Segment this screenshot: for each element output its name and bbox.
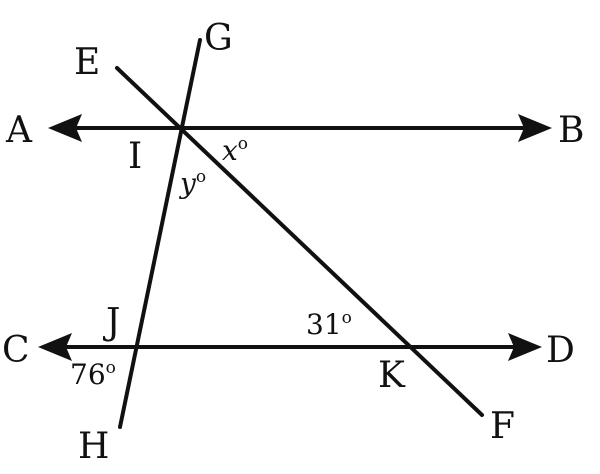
label-k: K [378,355,406,396]
arrow-c [38,333,72,361]
line-gh [118,38,202,429]
label-c: C [2,330,30,371]
label-b: B [558,110,584,151]
arrow-d [508,333,542,361]
label-i: I [128,136,142,177]
label-e: E [74,42,100,83]
arrow-b [518,114,552,142]
label-a: A [5,110,33,151]
line-ef [115,66,484,417]
angle-y-label: yo [178,167,206,200]
label-h: H [78,426,109,467]
line-cd [38,333,542,361]
label-f: F [490,406,515,447]
label-g: G [204,18,233,59]
label-d: D [546,330,575,371]
angle-x-label: xo [222,134,248,167]
angle-31-label: 31o [306,308,352,341]
angle-76-label: 76o [70,358,116,391]
label-j: J [102,302,120,343]
arrow-a [48,114,82,142]
line-ab [48,114,552,142]
